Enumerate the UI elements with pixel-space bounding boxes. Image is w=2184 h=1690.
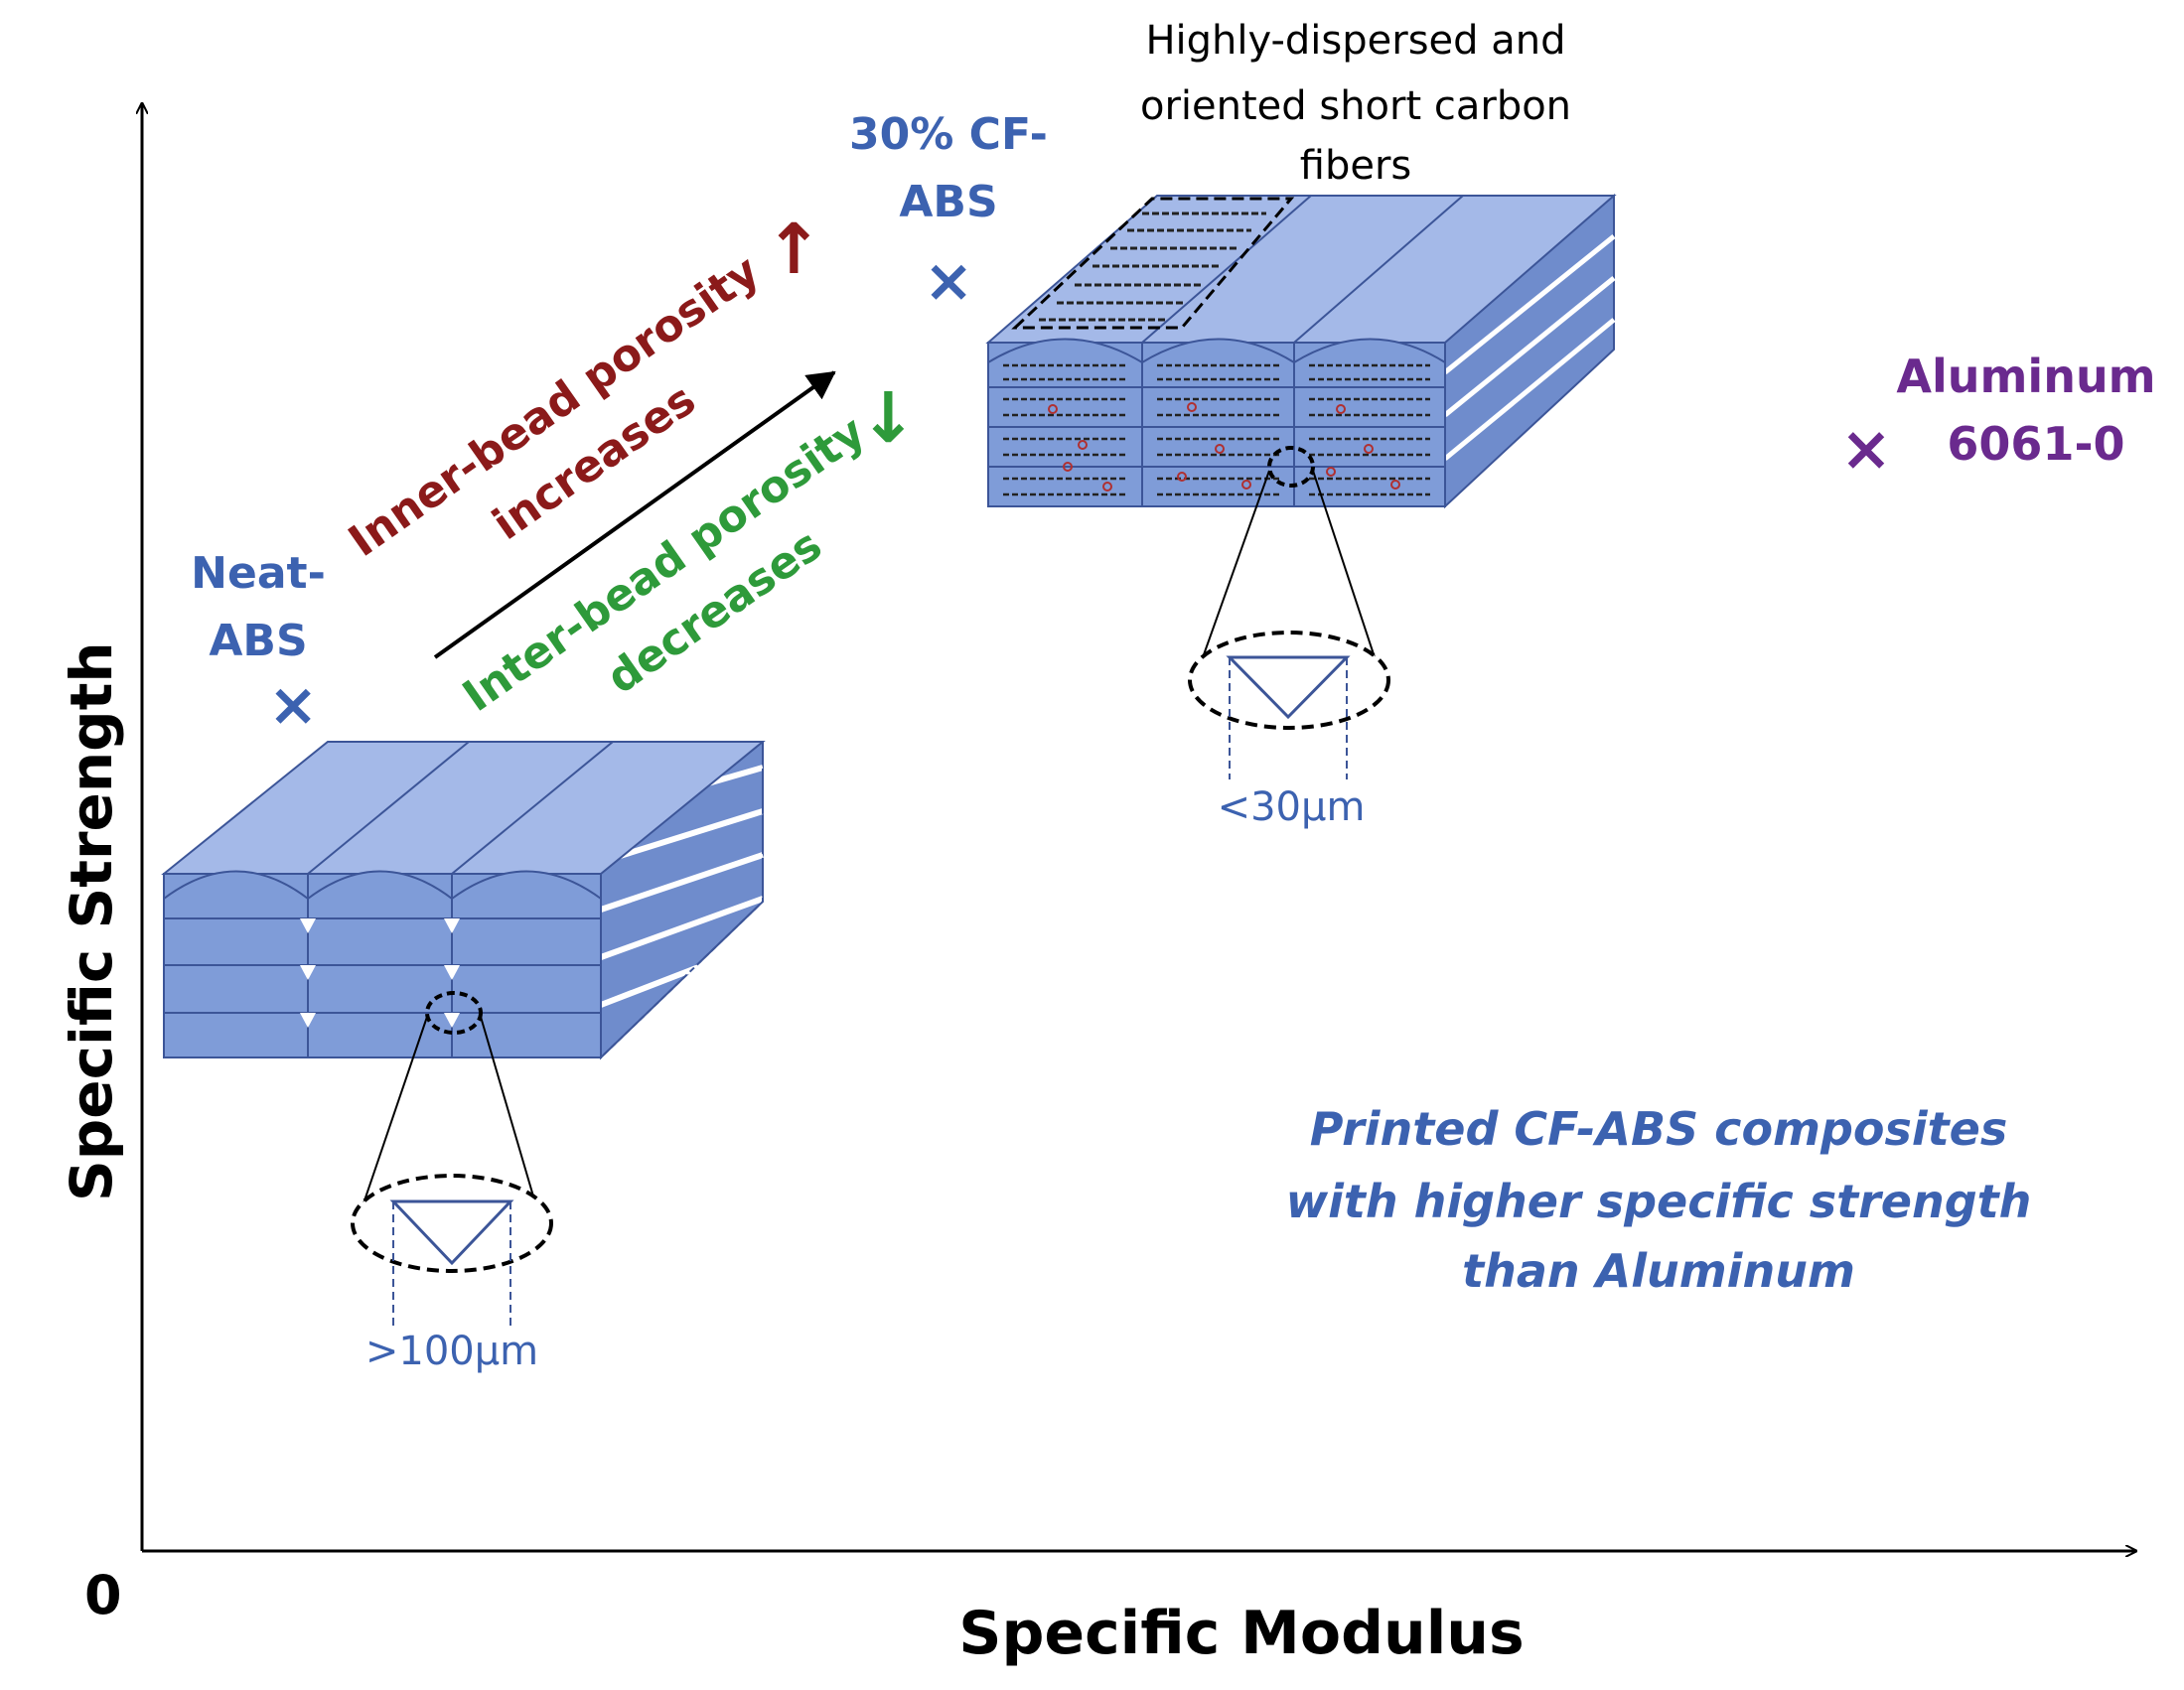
trend-arrow xyxy=(433,370,836,659)
neat-abs-label-line1: Neat- xyxy=(191,548,326,599)
aluminum-label-line1: Aluminum xyxy=(1896,350,2156,403)
neat-abs-marker: × xyxy=(268,670,319,740)
neat-abs-bead-stack xyxy=(161,740,766,1060)
neat-abs-label-line2: ABS xyxy=(209,616,308,666)
gap-label-neat: >100µm xyxy=(364,1329,539,1374)
arrow-up-icon: ↑ xyxy=(765,209,823,290)
origin-label: 0 xyxy=(84,1564,122,1626)
cf-abs-label-line2: ABS xyxy=(899,177,998,227)
aluminum-label-line2: 6061-0 xyxy=(1947,417,2125,471)
cf-abs-bead-stack xyxy=(985,193,1617,509)
conclusion-line2: with higher specific strength xyxy=(1285,1175,2032,1228)
fibers-label-line3: fibers xyxy=(1299,143,1412,189)
cf-abs-label-line1: 30% CF- xyxy=(849,109,1048,160)
cf-abs-marker: × xyxy=(924,246,974,316)
arrow-down-icon: ↓ xyxy=(859,377,918,459)
fibers-label-line1: Highly-dispersed and xyxy=(1145,18,1566,64)
conclusion-line3: than Aluminum xyxy=(1462,1244,1855,1298)
y-axis-label: Specific Strength xyxy=(58,641,125,1201)
conclusion-line1: Printed CF-ABS composites xyxy=(1309,1102,2008,1156)
x-axis-label: Specific Modulus xyxy=(958,1599,1525,1668)
aluminum-marker: × xyxy=(1840,412,1892,485)
neat-abs-void-zoom xyxy=(351,991,553,1326)
cf-abs-void-zoom xyxy=(1188,446,1390,779)
fibers-label-line2: oriented short carbon xyxy=(1139,83,1572,129)
gap-label-cf: <30µm xyxy=(1217,784,1366,830)
